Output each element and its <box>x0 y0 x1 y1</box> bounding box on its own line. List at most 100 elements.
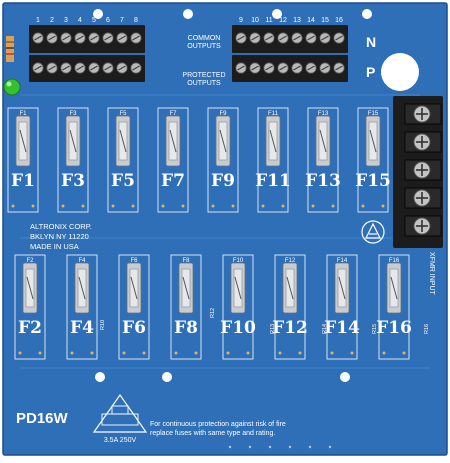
fuse-big-label: F4 <box>70 318 94 338</box>
terminal-screw-protected-1 <box>32 62 44 74</box>
pcb-substrate <box>2 2 448 456</box>
terminal-number-3: 3 <box>64 17 68 24</box>
led-indicator <box>3 36 21 96</box>
fuse-small-label: F10 <box>233 258 244 264</box>
mounting-holes <box>93 9 419 382</box>
maker-line-2: BKLYN NY 11220 <box>30 232 89 241</box>
terminal-screw-common-3 <box>60 32 72 44</box>
terminal-screw-common-8 <box>130 32 142 44</box>
bottom-pads <box>228 445 332 449</box>
common-label-1: COMMON <box>188 35 221 42</box>
terminal-number-16: 16 <box>335 17 343 24</box>
fuse-big-label: F12 <box>272 318 308 338</box>
fuse-small-label: F4 <box>78 258 86 264</box>
terminal-screw-protected-16 <box>333 62 345 74</box>
fuse-small-label: F16 <box>389 258 400 264</box>
resistor-label-r15: R15 <box>372 324 378 334</box>
fuse-small-label: F9 <box>219 111 227 117</box>
fuse-small-label: F12 <box>285 258 296 264</box>
terminal-screw-common-6 <box>102 32 114 44</box>
fuse-big-label: F8 <box>174 318 198 338</box>
p-mark: P <box>366 64 375 80</box>
fuse-rating: 3.5A 250V <box>104 437 137 444</box>
terminal-screw-common-9 <box>235 32 247 44</box>
warning-triangle-icon <box>92 393 148 433</box>
altronix-logo-icon <box>361 220 385 244</box>
fuse-small-label: F6 <box>130 258 138 264</box>
terminal-screw-protected-10 <box>249 62 261 74</box>
model-name: PD16W <box>16 410 69 427</box>
common-label-2: OUTPUTS <box>187 43 221 50</box>
terminal-number-7: 7 <box>120 17 124 24</box>
fuse-small-label: F15 <box>368 111 379 117</box>
terminal-screw-common-5 <box>88 32 100 44</box>
terminal-screw-protected-6 <box>102 62 114 74</box>
xfmr-input-terminal <box>393 96 443 248</box>
fuse-small-label: F5 <box>119 111 127 117</box>
fuse-small-label: F2 <box>26 258 34 264</box>
terminal-screw-common-12 <box>277 32 289 44</box>
resistor-label-r14: R14 <box>322 324 328 334</box>
terminal-screw-common-1 <box>32 32 44 44</box>
xfmr-label: XFMR INPUT <box>428 252 435 296</box>
terminal-screw-protected-5 <box>88 62 100 74</box>
fuse-big-label: F15 <box>355 171 391 191</box>
terminal-screw-protected-3 <box>60 62 72 74</box>
terminal-screw-protected-4 <box>74 62 86 74</box>
terminal-screw-common-15 <box>319 32 331 44</box>
fuse-big-label: F2 <box>18 318 42 338</box>
terminal-screw-common-14 <box>305 32 317 44</box>
terminal-number-10: 10 <box>251 17 259 24</box>
fuse-big-label: F16 <box>376 318 412 338</box>
fuse-small-label: F11 <box>268 111 279 117</box>
protected-label-1: PROTECTED <box>182 72 225 79</box>
terminal-screw-protected-2 <box>46 62 58 74</box>
terminal-screw-protected-12 <box>277 62 289 74</box>
xfmr-screw <box>404 159 442 181</box>
terminal-screw-common-11 <box>263 32 275 44</box>
resistor-label-r16: R16 <box>424 324 430 334</box>
terminal-screw-common-7 <box>116 32 128 44</box>
fuse-big-label: F6 <box>122 318 146 338</box>
maker-line-1: ALTRONIX CORP. <box>30 222 92 231</box>
terminal-number-15: 15 <box>321 17 329 24</box>
resistor-label-r12: R12 <box>210 308 216 318</box>
terminal-screw-protected-14 <box>305 62 317 74</box>
n-mark: N <box>366 34 376 50</box>
resistor-label-r13: R13 <box>270 324 276 334</box>
terminal-number-12: 12 <box>279 17 287 24</box>
terminal-screw-common-16 <box>333 32 345 44</box>
terminal-screw-protected-13 <box>291 62 303 74</box>
fuse-small-label: F14 <box>337 258 348 264</box>
terminal-screw-protected-11 <box>263 62 275 74</box>
fuse-big-label: F10 <box>220 318 256 338</box>
fuse-big-label: F3 <box>61 171 85 191</box>
resistor-label-r10: R10 <box>100 320 106 330</box>
terminal-screw-common-4 <box>74 32 86 44</box>
terminal-number-14: 14 <box>307 17 315 24</box>
fuse-small-label: F1 <box>19 111 27 117</box>
maker-line-3: MADE IN USA <box>30 242 79 251</box>
fuse-big-label: F7 <box>161 171 185 191</box>
terminal-number-5: 5 <box>92 17 96 24</box>
terminal-number-8: 8 <box>134 17 138 24</box>
fuse-small-label: F13 <box>318 111 329 117</box>
warning-line-1: For continuous protection against risk o… <box>150 421 286 428</box>
warning-line-2: replace fuses with same type and rating. <box>150 430 275 437</box>
copper-traces <box>20 94 430 369</box>
